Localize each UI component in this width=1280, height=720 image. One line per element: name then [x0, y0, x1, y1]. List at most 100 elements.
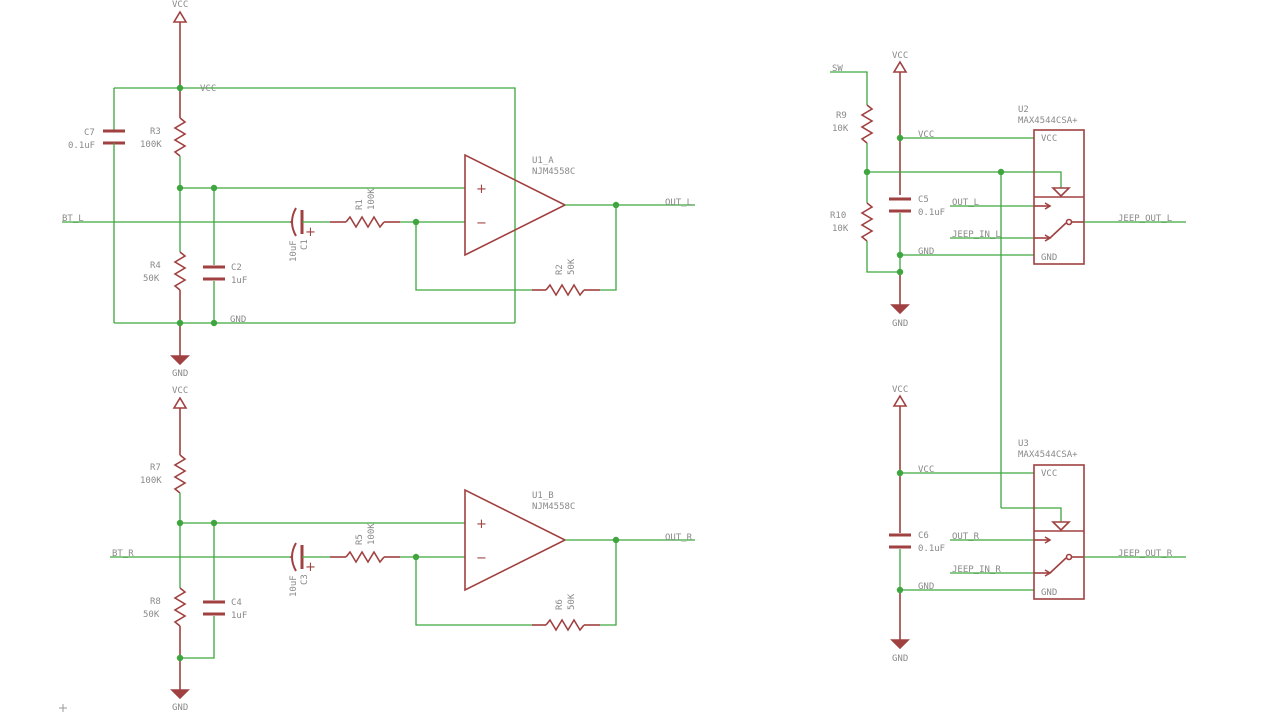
net-label-jeep-out-l: JEEP_OUT_L	[1118, 214, 1172, 224]
net-label-bt-l: BT_L	[62, 214, 84, 224]
capacitor-c3: + 10uF C3	[289, 542, 316, 597]
u1a-plus: +	[476, 182, 487, 197]
r5-ref: R5	[355, 534, 365, 545]
net-label-vcc-u2: VCC	[918, 130, 934, 140]
r3-ref: R3	[150, 127, 161, 137]
resistor-r10: R10 10K	[830, 172, 900, 273]
r3-value: 100K	[140, 140, 162, 150]
u1a-ref: U1_A	[532, 156, 554, 166]
c5-value: 0.1uF	[918, 208, 945, 218]
r9-ref: R9	[836, 111, 847, 121]
r2-value: 50K	[567, 258, 577, 275]
r7-ref: R7	[150, 463, 161, 473]
r8-value: 50K	[143, 610, 160, 620]
c2-value: 1uF	[231, 276, 247, 286]
u2-pin-gnd: GND	[1041, 253, 1057, 263]
opamp-u1b: + − U1_B NJM4558C	[464, 488, 575, 592]
r8-ref: R8	[150, 597, 161, 607]
r1-value: 100K	[367, 188, 377, 210]
c1-ref: C1	[300, 239, 310, 250]
net-label-gnd: GND	[230, 315, 246, 325]
gnd-label-2: GND	[172, 703, 188, 713]
net-label-jeep-in-l: JEEP_IN_L	[952, 230, 1001, 240]
c6-ref: C6	[918, 531, 929, 541]
resistor-r6: R6 50K	[532, 593, 600, 632]
c3-ref: C3	[300, 574, 310, 585]
u3-value: MAX4544CSA+	[1018, 450, 1078, 460]
net-label-gnd-u3: GND	[918, 582, 934, 592]
r10-value: 10K	[832, 224, 849, 234]
r6-value: 50K	[567, 593, 577, 610]
gnd-symbol-bottom: GND	[170, 658, 190, 713]
capacitor-c1: + 10uF C1	[289, 207, 316, 262]
u1b-ref: U1_B	[532, 491, 554, 501]
gnd-symbol-u2: GND	[890, 272, 910, 329]
resistor-r3: R3 100K	[140, 88, 187, 188]
section-u2: VCC SW R9 10K R10 10K C5 0.1u	[830, 51, 1186, 508]
net-label-sw: SW	[832, 64, 843, 74]
u3-pin-gnd: GND	[1041, 588, 1057, 598]
r5-value: 100K	[367, 523, 377, 545]
ic-u3: VCC GND U3 MAX4544CSA+	[1018, 439, 1085, 600]
resistor-r2: R2 50K	[532, 258, 600, 297]
net-label-vcc-u3: VCC	[918, 465, 934, 475]
vcc-label-2: VCC	[172, 386, 188, 396]
capacitor-c6: C6 0.1uF	[889, 531, 945, 590]
c5-ref: C5	[918, 195, 929, 205]
resistor-r1: R1 100K	[330, 188, 400, 229]
c3-plus: +	[305, 560, 316, 575]
r1-ref: R1	[355, 199, 365, 210]
c4-ref: C4	[231, 598, 242, 608]
net-label-out-l: OUT_L	[665, 198, 692, 208]
section-u1a: VCC VCC C7 0.1uF R3 100K	[62, 0, 695, 379]
capacitor-c7: C7 0.1uF	[68, 88, 125, 323]
gnd-label-3: GND	[892, 319, 908, 329]
resistor-r9: R9 10K	[832, 104, 874, 172]
gnd-label-4: GND	[892, 654, 908, 664]
net-label-out-r-u3: OUT_R	[952, 532, 980, 542]
c7-ref: C7	[84, 128, 95, 138]
net-label-jeep-out-r: JEEP_OUT_R	[1118, 549, 1173, 559]
c2-ref: C2	[231, 263, 242, 273]
u2-value: MAX4544CSA+	[1018, 116, 1078, 126]
resistor-r4: R4 50K	[143, 188, 187, 323]
vcc-label: VCC	[172, 0, 188, 10]
c1-value: 10uF	[289, 240, 299, 262]
c6-value: 0.1uF	[918, 544, 945, 554]
r9-value: 10K	[832, 124, 849, 134]
u1a-value: NJM4558C	[532, 167, 575, 177]
c1-plus: +	[305, 225, 316, 240]
u3-ref: U3	[1018, 439, 1029, 449]
net-label-out-l-u2: OUT_L	[952, 198, 979, 208]
u3-pin-vcc: VCC	[1041, 469, 1057, 479]
c4-value: 1uF	[231, 611, 247, 621]
vcc-label-4: VCC	[892, 385, 908, 395]
vcc-symbol-top: VCC	[172, 0, 188, 86]
u1b-plus: +	[476, 517, 487, 532]
opamp-u1a: + − U1_A NJM4558C	[464, 153, 575, 257]
origin-marker	[59, 704, 67, 712]
u1a-minus: −	[476, 216, 487, 231]
u1b-minus: −	[476, 551, 487, 566]
u1b-value: NJM4558C	[532, 502, 575, 512]
resistor-r5: R5 100K	[330, 523, 400, 564]
net-label-gnd-u2: GND	[918, 247, 934, 257]
ic-u2: VCC GND U2 MAX4544CSA+	[1018, 105, 1085, 265]
net-label-vcc: VCC	[200, 84, 216, 94]
vcc-symbol-u3: VCC	[892, 385, 908, 533]
vcc-label-3: VCC	[892, 51, 908, 61]
vcc-symbol-bottom: VCC	[172, 386, 188, 455]
net-label-bt-r: BT_R	[112, 549, 134, 559]
section-u3: VCC C6 0.1uF VCC GND OUT_R JEEP_IN_R VCC…	[889, 385, 1186, 664]
c3-value: 10uF	[289, 575, 299, 597]
capacitor-c2: C2 1uF	[203, 263, 247, 323]
net-label-out-r: OUT_R	[665, 533, 693, 543]
c7-value: 0.1uF	[68, 141, 95, 151]
u2-ref: U2	[1018, 105, 1029, 115]
r6-ref: R6	[555, 599, 565, 610]
vcc-symbol-u2: VCC	[892, 51, 908, 195]
net-label-jeep-in-r: JEEP_IN_R	[952, 565, 1001, 575]
capacitor-c4: C4 1uF	[180, 598, 247, 659]
r2-ref: R2	[555, 264, 565, 275]
